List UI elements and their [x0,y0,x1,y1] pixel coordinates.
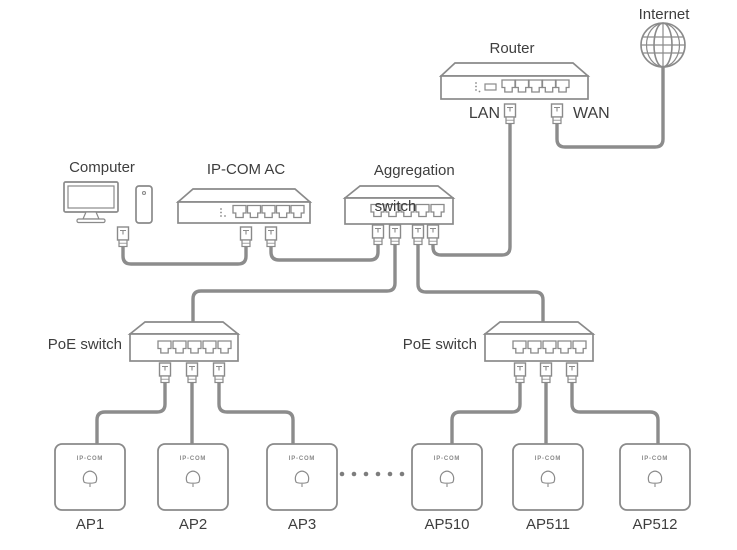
ap510-brand-text: IP-COM [433,456,461,462]
cable-poe-left-to-ap1 [95,381,167,446]
tower-button [141,190,147,196]
wan-plug-connector [550,103,564,125]
ap3-label: AP3 [287,516,317,533]
cable-poe-left-to-ap3 [217,381,295,446]
router-device [438,62,591,100]
aggregation-switch-label-line1: Aggregation [373,162,455,179]
ap2-body [157,443,229,511]
poe-left-plug-connector-3 [212,362,226,384]
lan-plug-connector [503,103,517,125]
cable-poe-right-to-ap510 [450,381,522,446]
cable-aggregation-to-router-lan [431,122,512,257]
ac-indicator-leds [220,208,226,217]
ellipsis-dots [339,471,405,477]
aggregation-switch-device [342,185,456,225]
ap512-brand-text: IP-COM [641,456,669,462]
ap510-body [411,443,483,511]
tower-unit [135,185,153,224]
ap2-brand-text: IP-COM [179,456,207,462]
ac-device [175,188,313,224]
poe-left-plug-connector-2 [185,362,199,384]
cable-ac-to-aggregation [269,244,380,262]
router-label: Router [489,40,535,57]
ap512-label: AP512 [632,516,678,533]
cable-router-wan-to-internet [555,55,665,149]
cable-poe-right-to-ap512 [570,381,660,446]
ap512-body [619,443,691,511]
poe-right-plug-connector-2 [539,362,553,384]
cable-aggregation-to-poe-left [191,244,397,336]
ac-plug-connector-2 [264,226,278,248]
aggregation-switch-label: Aggregation switch [358,144,468,234]
poe-switch-left-device [127,321,241,362]
ap1-body [54,443,126,511]
poe-left-plug-connector-1 [158,362,172,384]
poe-switch-right-label: PoE switch [402,336,477,353]
ap1-brand-text: IP-COM [76,456,104,462]
ac-ports [232,204,305,219]
computer-icon [63,181,153,224]
router-indicator-leds [475,82,481,93]
computer-label: Computer [69,159,135,176]
router-ports [501,79,570,93]
poe-right-plug-connector-3 [565,362,579,384]
poe-switch-right-device [482,321,596,362]
monitor-stand [82,211,100,220]
internet-label: Internet [638,6,690,23]
ap511-label: AP511 [526,516,570,533]
cable-computer-to-ac [121,245,248,266]
poe-right-plug-connector-1 [513,362,527,384]
aggregation-switch-label-line2: switch [374,198,417,215]
poe-switch-left-label: PoE switch [47,336,122,353]
ap1-label: AP1 [75,516,105,533]
router-console-port [484,83,497,91]
internet-globe-icon [640,22,686,68]
computer-plug-connector [116,226,130,248]
monitor-screen [67,185,115,209]
access-points [54,443,691,511]
ap511-body [512,443,584,511]
lan-port-label: LAN [468,105,500,122]
ap2-label: AP2 [178,516,208,533]
monitor-base [76,218,106,224]
ap3-body [266,443,338,511]
ap3-brand-text: IP-COM [288,456,316,462]
wan-port-label: WAN [573,105,610,122]
ac-label: IP-COM AC [206,161,286,178]
ap510-label: AP510 [424,516,470,533]
ac-plug-connector-1 [239,226,253,248]
ap511-brand-text: IP-COM [534,456,562,462]
cable-aggregation-to-poe-right [416,244,545,336]
cables [95,55,665,446]
